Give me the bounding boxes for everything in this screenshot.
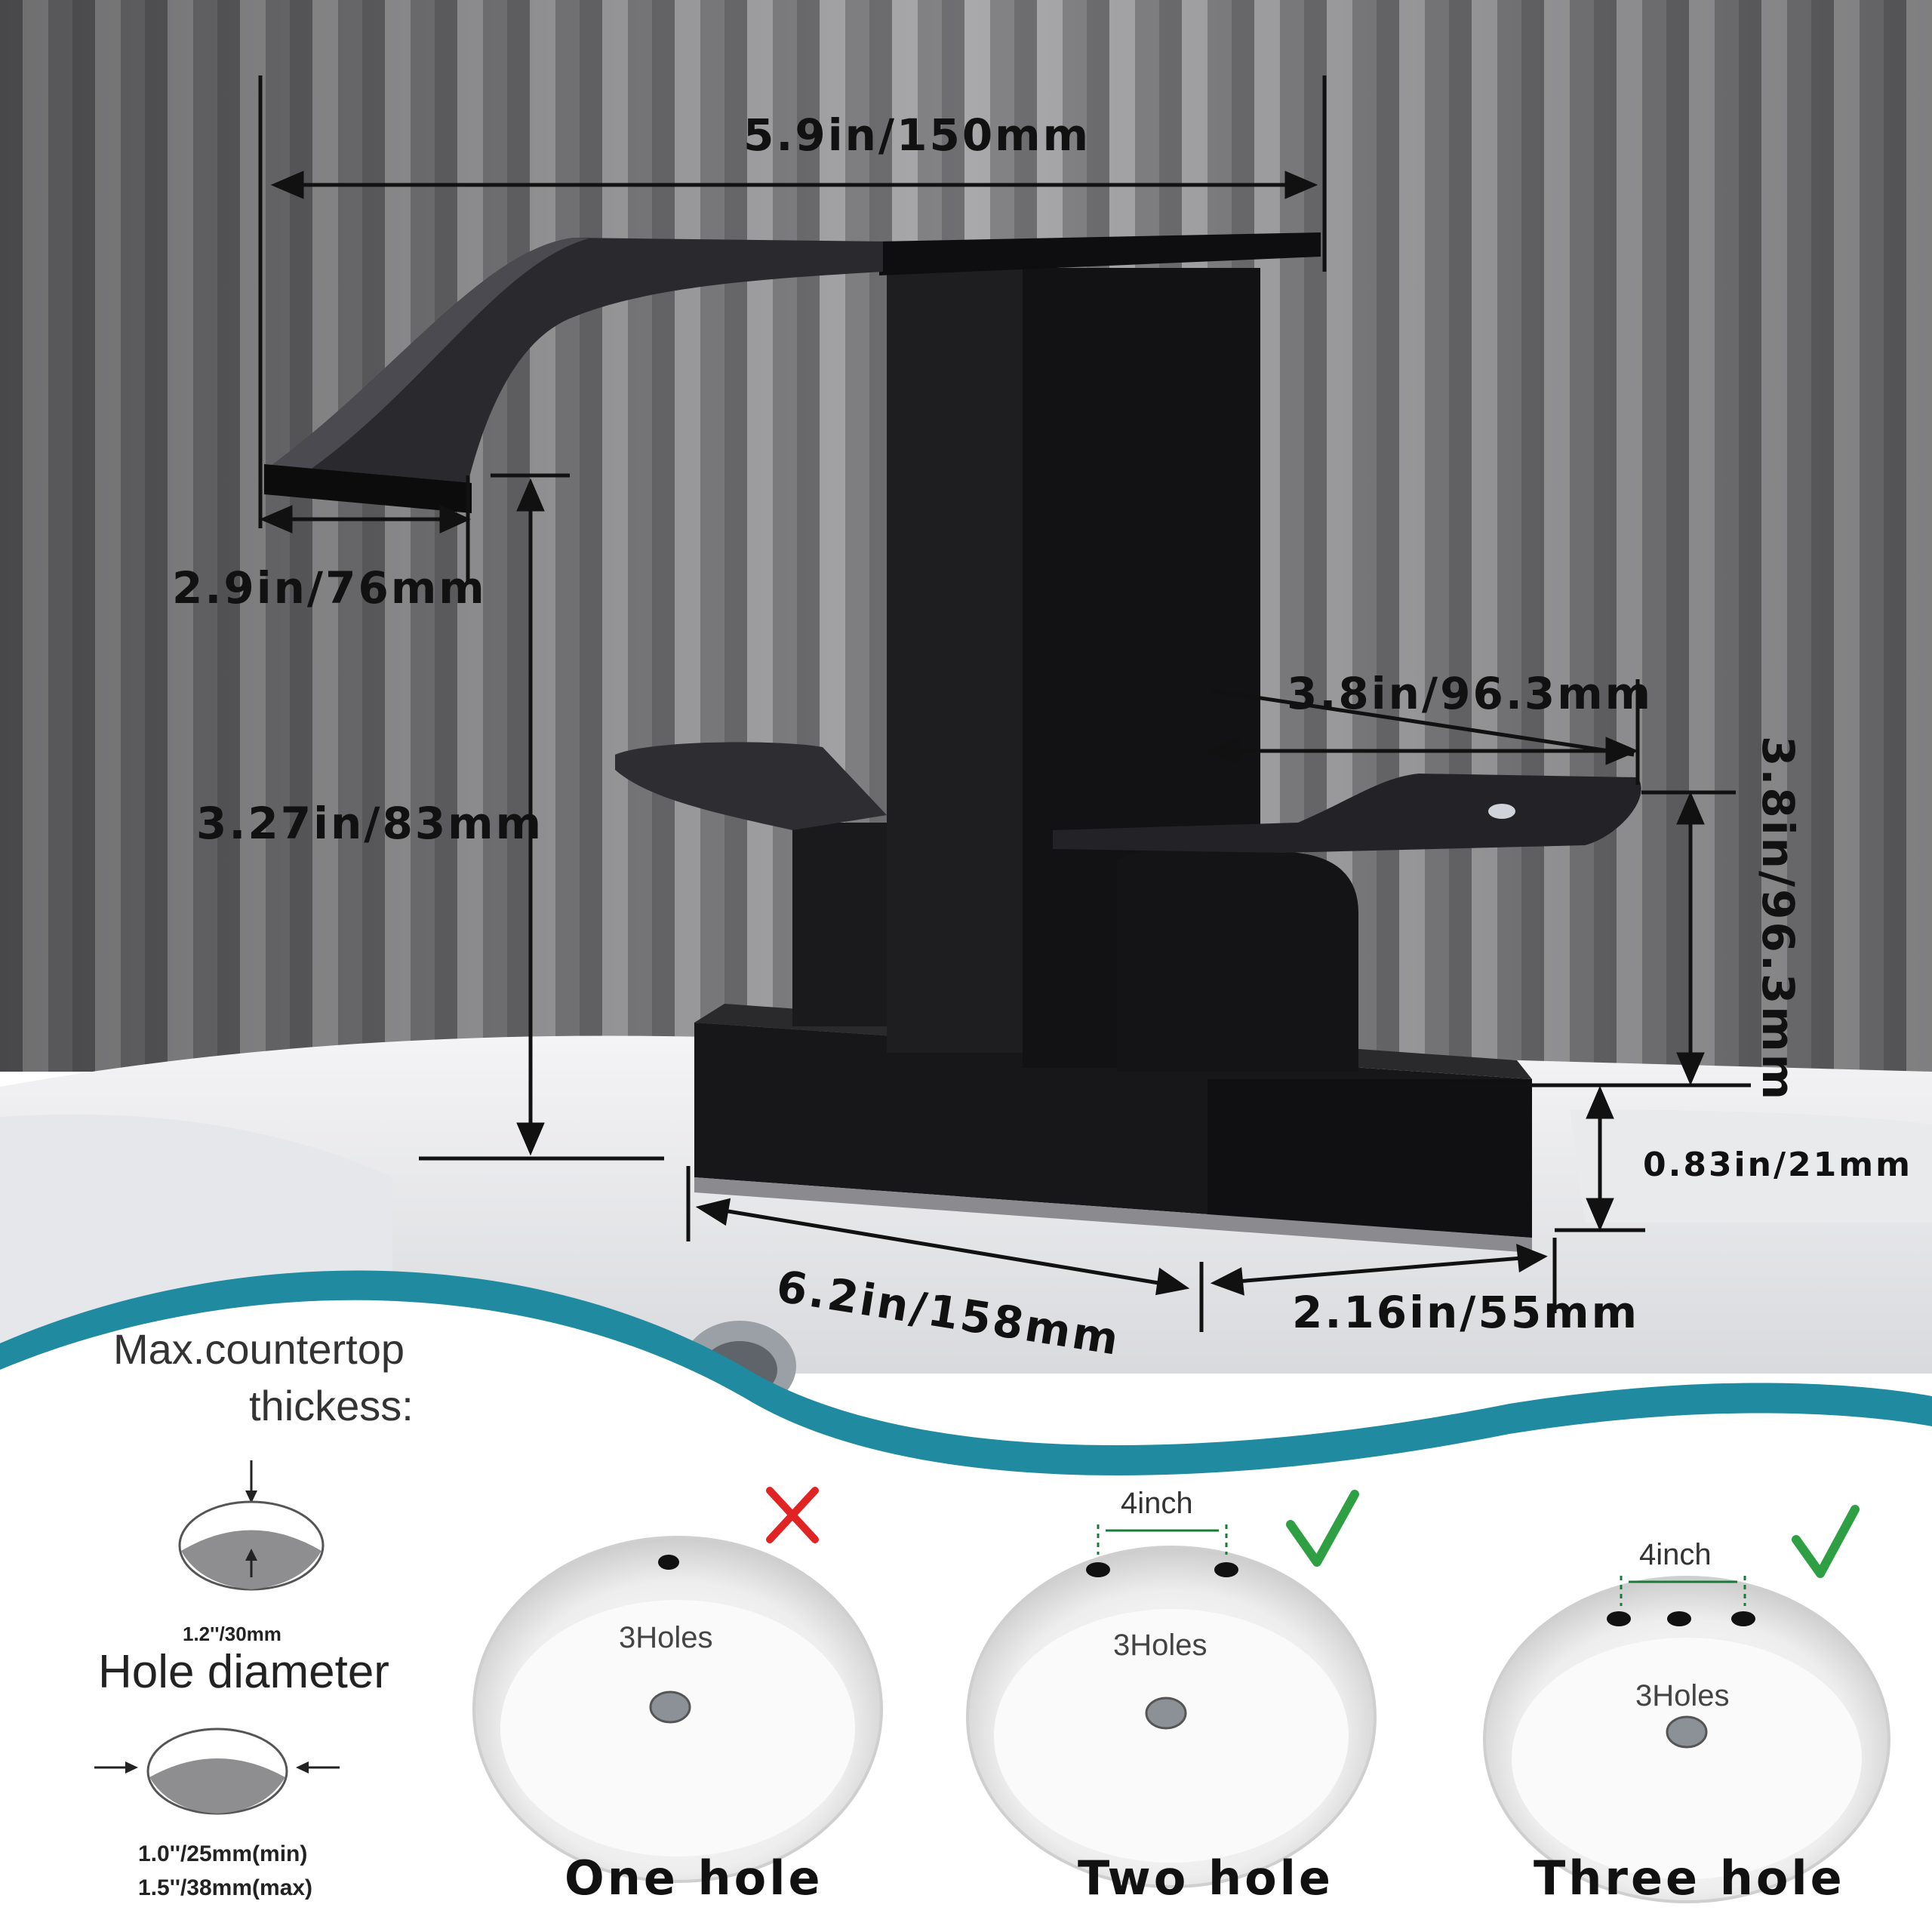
dimension-base-height: 0.83in/21mm: [1643, 1146, 1912, 1184]
countertop-hole-diagrams: [94, 1460, 340, 1815]
countertop-title-line2: thickess:: [249, 1382, 414, 1429]
dimension-spout-width: 2.9in/76mm: [172, 562, 487, 614]
dimension-spout-height: 3.27in/83mm: [196, 798, 544, 849]
countertop-title: Max.countertop: [113, 1325, 405, 1373]
dimension-lines: [258, 75, 1751, 1332]
dimension-base-width: 2.16in/55mm: [1292, 1287, 1640, 1338]
sink-one-hole: [472, 1536, 883, 1883]
faucet: [264, 232, 1641, 1253]
dimension-handle-length: 3.8in/96.3mm: [1287, 668, 1654, 719]
sink-two-hole: [966, 1524, 1377, 1888]
countertop-thickness-value: 1.2''/30mm: [183, 1623, 281, 1645]
dimension-total-length: 5.9in/150mm: [743, 109, 1091, 161]
hole-spacing-label: 4inch: [1121, 1487, 1193, 1520]
sink-brand-label: 3Holes: [619, 1621, 713, 1654]
sink-caption-two-hole: Two hole: [1078, 1850, 1334, 1906]
sink-three-hole: [1483, 1576, 1890, 1903]
sink-brand-label: 3Holes: [1635, 1679, 1730, 1712]
sink-caption-three-hole: Three hole: [1534, 1850, 1845, 1906]
dimension-handle-height: 3.8in/96.3mm: [1752, 736, 1804, 1103]
sink-brand-label: 3Holes: [1113, 1629, 1208, 1662]
check-icon: [1792, 1505, 1860, 1578]
cross-icon: [766, 1487, 819, 1543]
hole-diameter-min: 1.0''/25mm(min): [138, 1841, 308, 1866]
check-icon: [1286, 1490, 1359, 1567]
hole-spacing-label: 4inch: [1639, 1538, 1712, 1571]
hole-diameter-max: 1.5''/38mm(max): [138, 1875, 313, 1900]
hole-diameter-title: Hole diameter: [98, 1646, 389, 1698]
sink-caption-one-hole: One hole: [565, 1850, 823, 1906]
